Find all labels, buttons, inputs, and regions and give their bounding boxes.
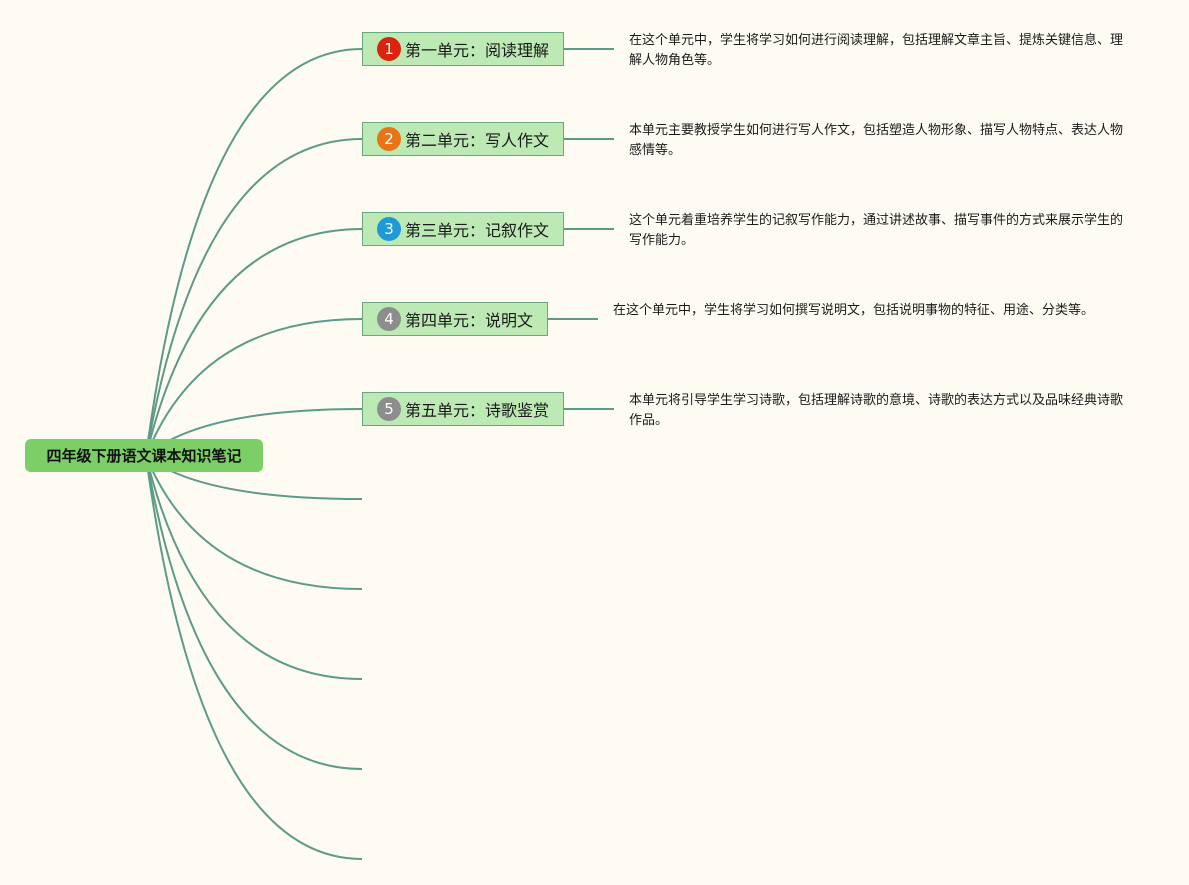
topic-label: 第五单元：诗歌鉴赏 bbox=[405, 401, 550, 420]
branch-line-empty bbox=[145, 455, 363, 860]
number-4-icon: 4 bbox=[377, 307, 401, 331]
topic-unit-1[interactable]: 1 第一单元：阅读理解 bbox=[362, 32, 564, 66]
root-topic-label: 四年级下册语文课本知识笔记 bbox=[46, 447, 242, 465]
number-5-icon: 5 bbox=[377, 397, 401, 421]
branch-line-unit-4 bbox=[145, 318, 363, 457]
topic-unit-1-description[interactable]: 在这个单元中，学生将学习如何进行阅读理解，包括理解文章主旨、提炼关键信息、理解人… bbox=[629, 33, 1124, 68]
topic-label: 第三单元：记叙作文 bbox=[405, 221, 550, 240]
number-1-icon: 1 bbox=[377, 37, 401, 61]
branch-line-empty bbox=[145, 455, 363, 770]
topic-label: 第一单元：阅读理解 bbox=[405, 41, 550, 60]
topic-unit-2-description[interactable]: 本单元主要教授学生如何进行写人作文，包括塑造人物形象、描写人物特点、表达人物感情… bbox=[629, 123, 1124, 158]
number-2-icon: 2 bbox=[377, 127, 401, 151]
topic-label: 第四单元：说明文 bbox=[405, 311, 534, 330]
topic-label: 第二单元：写人作文 bbox=[405, 131, 550, 150]
topic-unit-5[interactable]: 5 第五单元：诗歌鉴赏 bbox=[362, 392, 564, 426]
topic-unit-5-description[interactable]: 本单元将引导学生学习诗歌，包括理解诗歌的意境、诗歌的表达方式以及品味经典诗歌作品… bbox=[629, 393, 1124, 428]
root-topic[interactable]: 四年级下册语文课本知识笔记 bbox=[25, 439, 263, 472]
branch-line-unit-3 bbox=[145, 228, 363, 457]
topic-unit-4[interactable]: 4 第四单元：说明文 bbox=[362, 302, 548, 336]
branch-line-unit-2 bbox=[145, 138, 363, 457]
topic-unit-3[interactable]: 3 第三单元：记叙作文 bbox=[362, 212, 564, 246]
topic-unit-3-description[interactable]: 这个单元着重培养学生的记叙写作能力，通过讲述故事、描写事件的方式来展示学生的写作… bbox=[629, 213, 1124, 248]
topic-unit-2[interactable]: 2 第二单元：写人作文 bbox=[362, 122, 564, 156]
topic-unit-4-description[interactable]: 在这个单元中，学生将学习如何撰写说明文，包括说明事物的特征、用途、分类等。 bbox=[613, 303, 1095, 318]
branch-line-empty bbox=[145, 455, 363, 590]
branch-line-empty bbox=[145, 455, 363, 680]
branch-line-unit-1 bbox=[145, 48, 363, 457]
number-3-icon: 3 bbox=[377, 217, 401, 241]
